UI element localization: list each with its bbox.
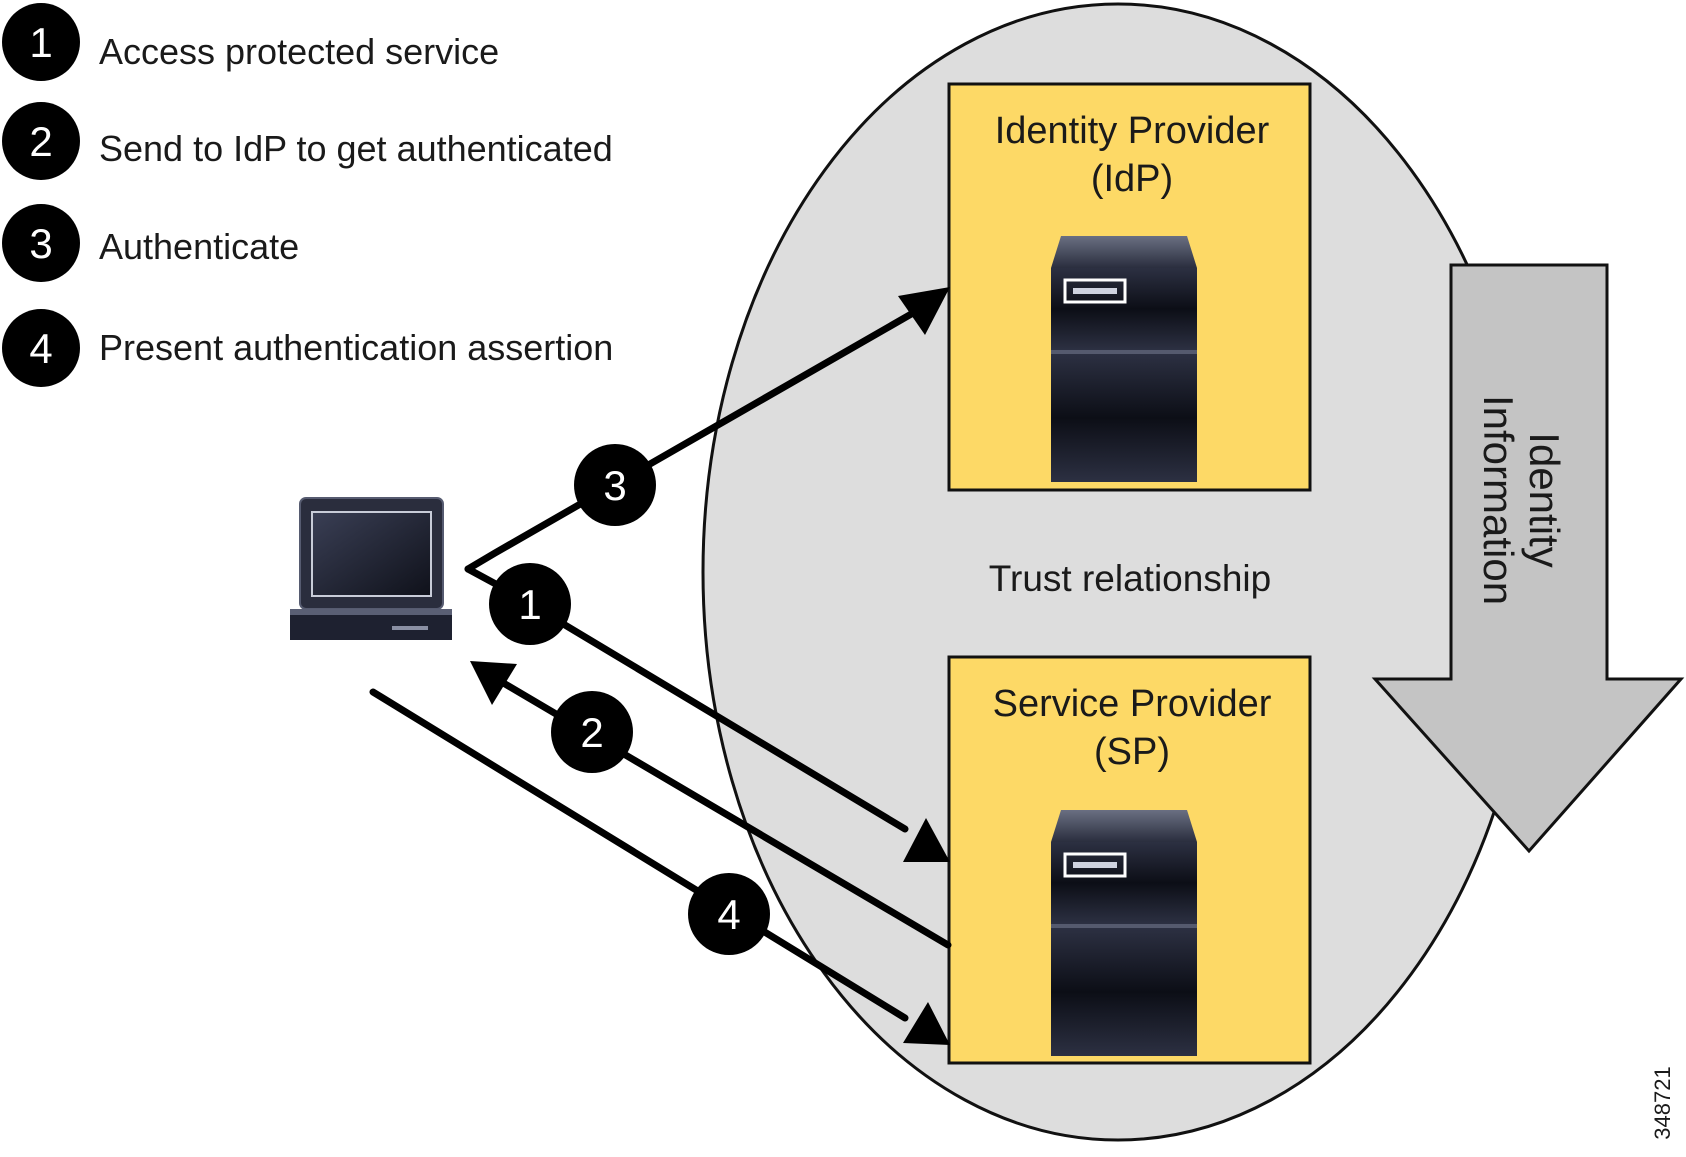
legend-badge [2, 102, 80, 180]
legend-item-2: 2 Send to IdP to get authenticated [2, 102, 613, 180]
legend-label: Access protected service [99, 31, 499, 72]
svg-text:3: 3 [603, 462, 626, 509]
identity-arrow-line2: Information [1475, 395, 1522, 605]
flow-badge-3: 3 [574, 444, 656, 526]
legend-badge [2, 204, 80, 282]
svg-text:4: 4 [29, 325, 52, 372]
arrowhead-1 [903, 818, 950, 862]
arrowhead-3 [898, 287, 950, 335]
idp-subtitle: (IdP) [1091, 158, 1173, 200]
legend-badge [2, 3, 80, 81]
sp-title: Service Provider [993, 683, 1272, 725]
identity-information-arrow: Identity Information [1371, 263, 1685, 854]
legend-label: Authenticate [99, 226, 299, 267]
svg-text:1: 1 [29, 19, 52, 66]
legend: 1 Access protected service 2 Send to IdP… [2, 3, 613, 387]
legend-badge [2, 309, 80, 387]
legend-item-3: 3 Authenticate [2, 204, 299, 282]
svg-text:3: 3 [29, 220, 52, 267]
svg-text:2: 2 [29, 118, 52, 165]
svg-text:4: 4 [717, 891, 740, 938]
identity-arrow-line1: Identity [1521, 432, 1568, 567]
legend-label: Send to IdP to get authenticated [99, 128, 613, 169]
arrowhead-4 [903, 1002, 950, 1045]
flow-arrow-4 [369, 688, 909, 1022]
svg-text:2: 2 [580, 709, 603, 756]
server-icon [1051, 236, 1197, 482]
laptop-icon [290, 497, 452, 640]
identity-provider-box: Identity Provider (IdP) [947, 82, 1312, 492]
figure-id: 348721 [1650, 1066, 1675, 1139]
trust-relationship-label: Trust relationship [989, 558, 1271, 599]
svg-text:1: 1 [518, 581, 541, 628]
legend-item-4: 4 Present authentication assertion [2, 309, 613, 387]
arrowhead-2 [470, 661, 517, 705]
flow-badge-4: 4 [688, 873, 770, 955]
flow-arrow-3 [464, 305, 924, 573]
idp-title: Identity Provider [995, 110, 1270, 152]
legend-label: Present authentication assertion [99, 327, 613, 368]
flow-badge-1: 1 [489, 563, 571, 645]
legend-item-1: 1 Access protected service [2, 3, 499, 81]
arrowheads [470, 287, 950, 1045]
server-icon [1051, 810, 1197, 1056]
sp-subtitle: (SP) [1094, 731, 1170, 773]
service-provider-box: Service Provider (SP) [947, 655, 1312, 1065]
flow-badge-2: 2 [551, 691, 633, 773]
